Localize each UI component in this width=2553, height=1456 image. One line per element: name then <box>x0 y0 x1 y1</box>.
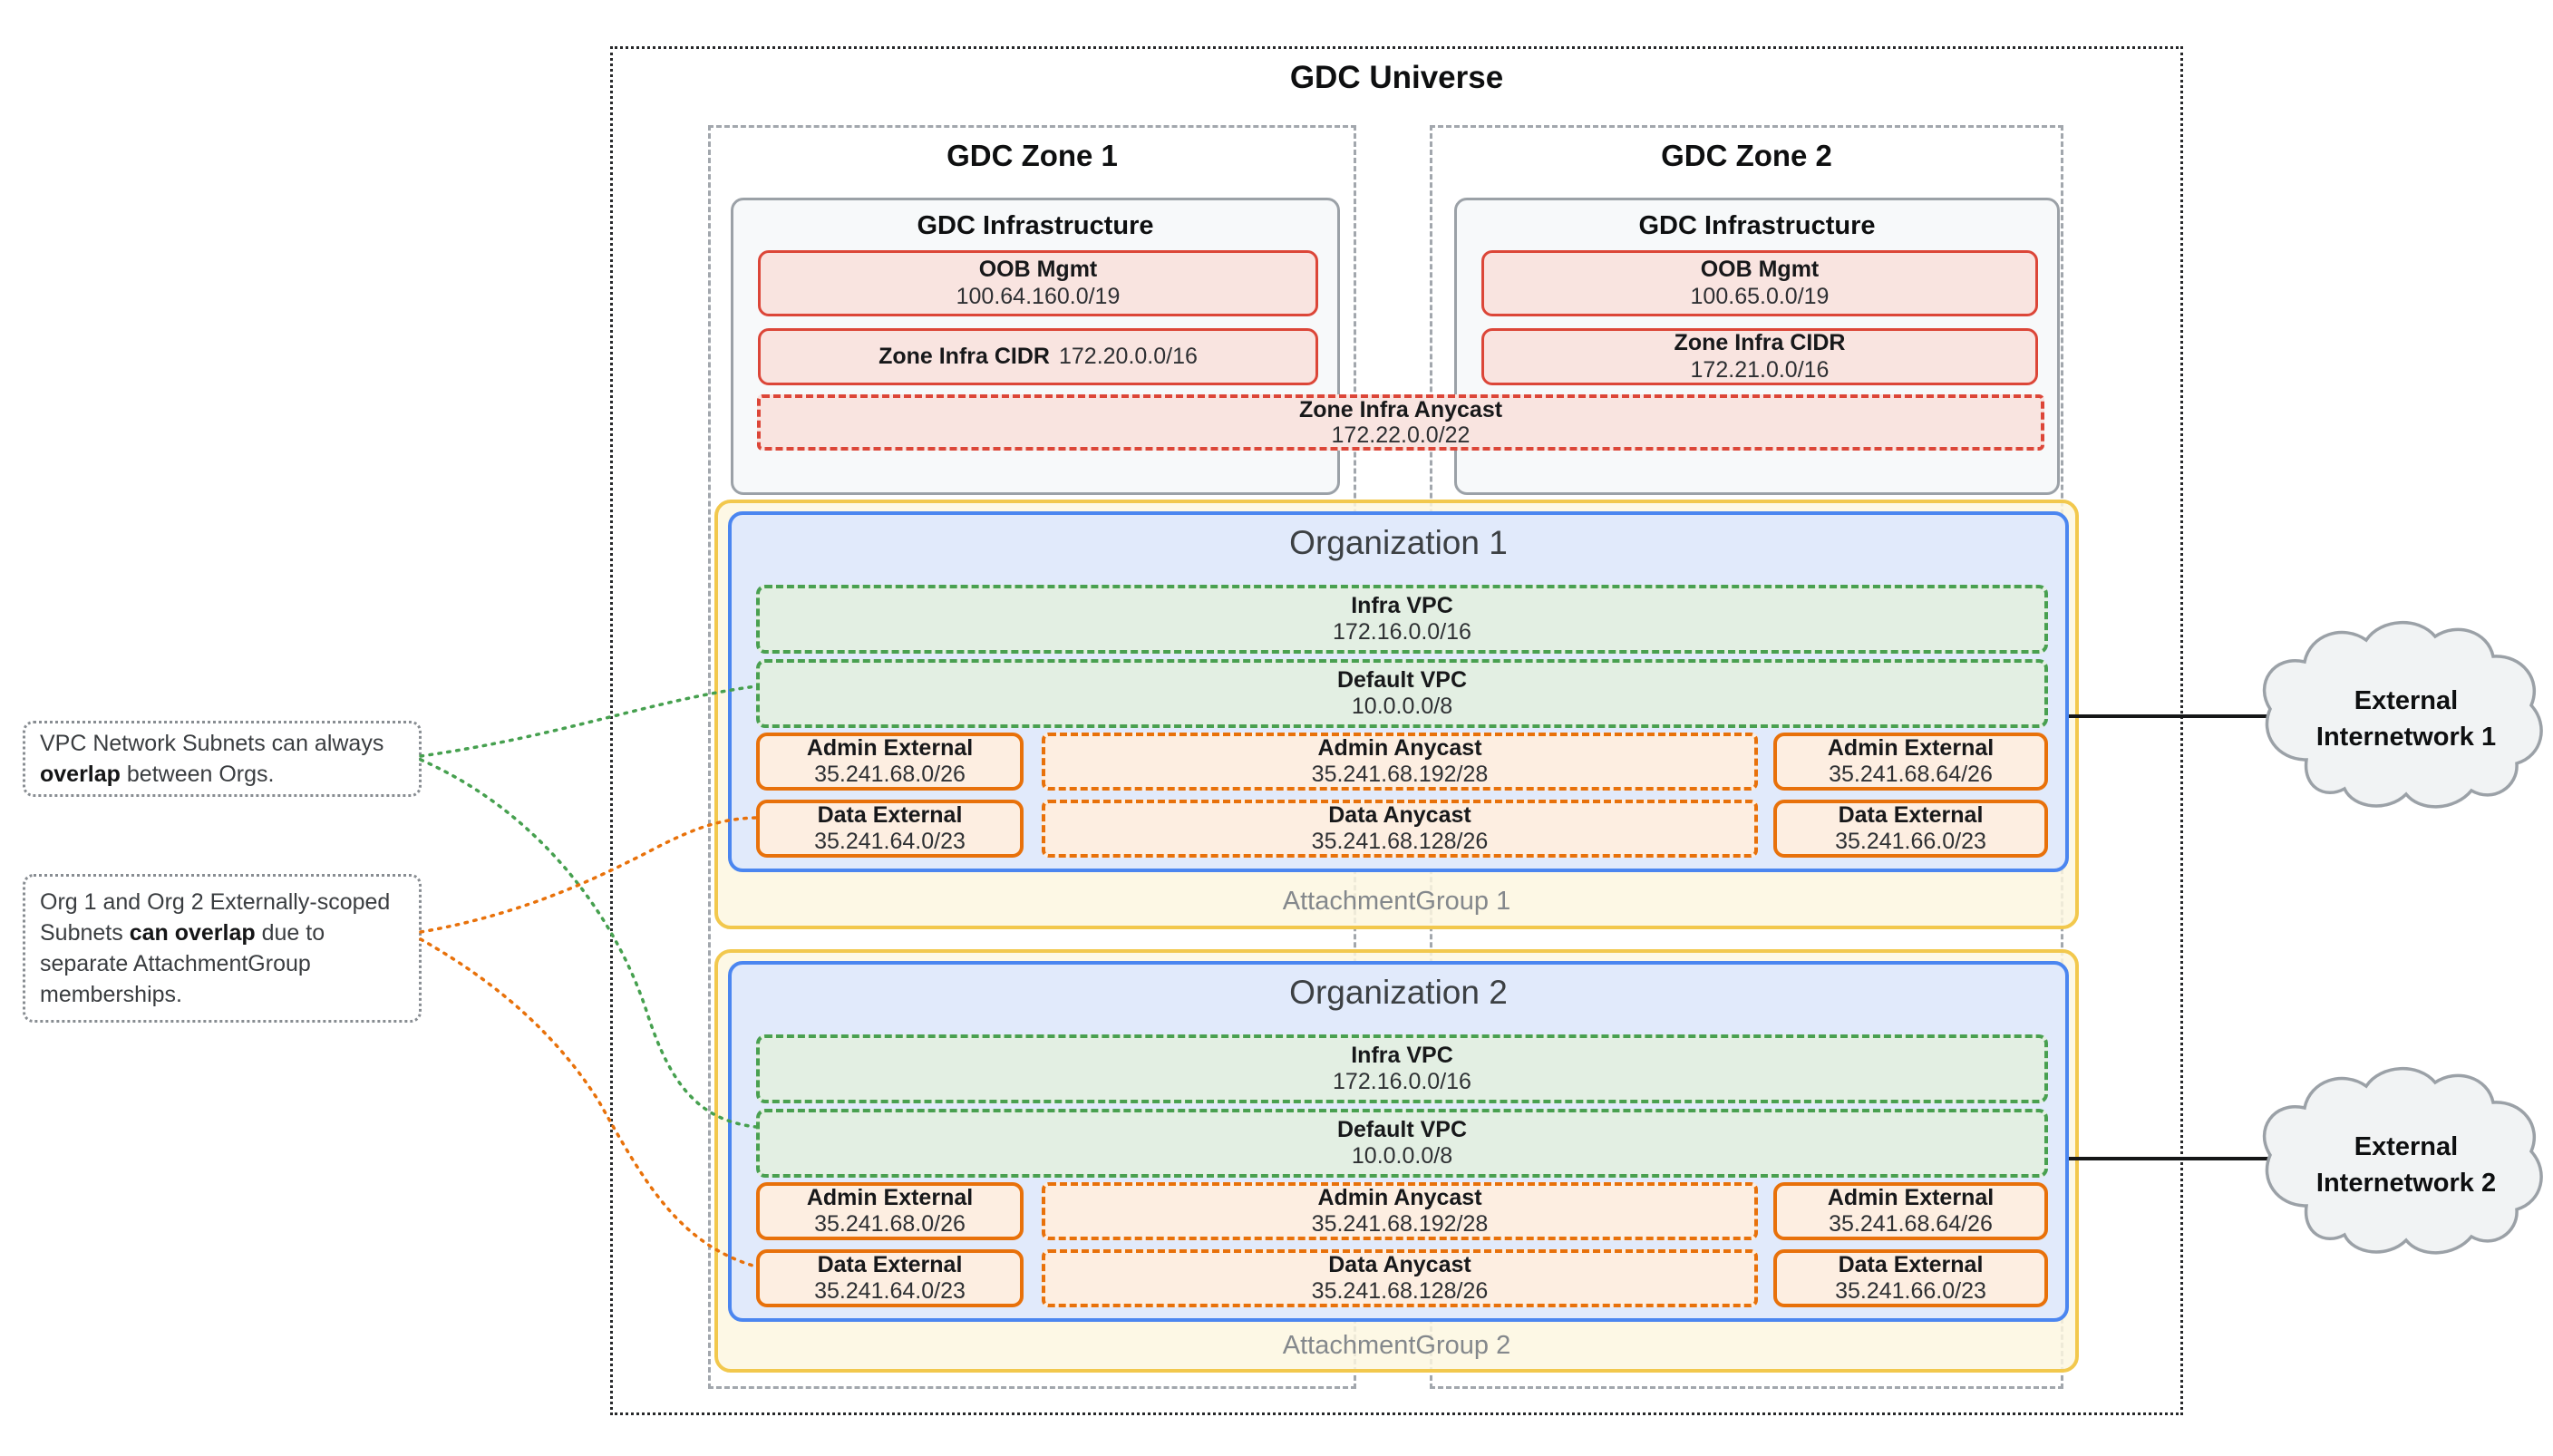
external-internetwork-2-label: External <box>2354 1132 2458 1161</box>
org-1-data-external-right-box: Data External 35.241.66.0/23 <box>1773 800 2048 858</box>
zone-1-oob-mgmt-box: OOB Mgmt 100.64.160.0/19 <box>758 250 1318 316</box>
subnet-label: Data Anycast <box>1328 801 1471 828</box>
subnet-cidr: 172.21.0.0/16 <box>1690 356 1830 383</box>
annotation-attachmentgroup-overlap: Org 1 and Org 2 Externally-scoped Subnet… <box>23 874 422 1023</box>
subnet-cidr: 35.241.68.64/26 <box>1829 1211 1993 1237</box>
zone-1-infrastructure-title: GDC Infrastructure <box>917 211 1154 240</box>
cloud-shape <box>2262 620 2543 809</box>
subnet-label: Data External <box>1838 801 1984 828</box>
org-2-default-vpc-box: Default VPC 10.0.0.0/8 <box>756 1109 2048 1178</box>
annotation-text: due to separate AttachmentGroup membersh… <box>40 920 325 1007</box>
vpc-label: Infra VPC <box>1351 592 1453 618</box>
external-internetwork-2-cloud: External Internetwork 2 <box>2262 1066 2543 1255</box>
cloud-shape <box>2262 1066 2543 1255</box>
zone-2-title: GDC Zone 2 <box>1661 139 1832 172</box>
org-1-data-anycast-box: Data Anycast 35.241.68.128/26 <box>1042 800 1758 858</box>
annotation-text: between Orgs. <box>120 762 275 787</box>
subnet-cidr: 35.241.68.128/26 <box>1311 1278 1489 1304</box>
subnet-cidr: 172.22.0.0/22 <box>1331 422 1471 448</box>
org-1-admin-external-left-box: Admin External 35.241.68.0/26 <box>756 733 1024 791</box>
universe-title: GDC Universe <box>1289 60 1504 95</box>
subnet-label: Admin External <box>1827 1184 1995 1210</box>
subnet-cidr: 100.65.0.0/19 <box>1690 283 1830 309</box>
subnet-label: Zone Infra CIDR <box>879 343 1050 369</box>
organization-1-box: Organization 1 Infra VPC 172.16.0.0/16 D… <box>728 511 2069 872</box>
zone-1-title: GDC Zone 1 <box>946 139 1118 172</box>
subnet-label: Data External <box>817 801 963 828</box>
vpc-cidr: 172.16.0.0/16 <box>1333 619 1471 645</box>
zone-infra-anycast-box: Zone Infra Anycast 172.22.0.0/22 <box>757 394 2044 451</box>
organization-1-title: Organization 1 <box>1289 524 1508 561</box>
subnet-cidr: 100.64.160.0/19 <box>956 283 1121 309</box>
organization-2-title: Organization 2 <box>1289 974 1508 1011</box>
org-2-data-external-left-box: Data External 35.241.64.0/23 <box>756 1249 1024 1307</box>
subnet-label: Data Anycast <box>1328 1251 1471 1277</box>
subnet-label: Data External <box>1838 1251 1984 1277</box>
org-2-admin-anycast-box: Admin Anycast 35.241.68.192/28 <box>1042 1182 1758 1240</box>
external-internetwork-1-label: Internetwork 1 <box>2316 723 2496 752</box>
subnet-cidr: 172.20.0.0/16 <box>1058 343 1198 369</box>
subnet-label: OOB Mgmt <box>978 257 1098 282</box>
org-1-data-external-left-box: Data External 35.241.64.0/23 <box>756 800 1024 858</box>
vpc-cidr: 10.0.0.0/8 <box>1351 694 1453 719</box>
subnet-label: OOB Mgmt <box>1700 257 1820 282</box>
vpc-label: Infra VPC <box>1351 1042 1453 1068</box>
org-1-infra-vpc-box: Infra VPC 172.16.0.0/16 <box>756 585 2048 654</box>
subnet-cidr: 35.241.68.64/26 <box>1829 762 1993 787</box>
org-1-admin-anycast-box: Admin Anycast 35.241.68.192/28 <box>1042 733 1758 791</box>
subnet-cidr: 35.241.68.128/26 <box>1311 829 1489 854</box>
subnet-cidr: 35.241.68.0/26 <box>814 1211 966 1237</box>
subnet-label: Zone Infra CIDR <box>1674 330 1846 355</box>
subnet-label: Zone Infra Anycast <box>1298 397 1503 422</box>
annotation-vpc-overlap: VPC Network Subnets can always overlap b… <box>23 721 422 797</box>
subnet-label: Admin Anycast <box>1317 734 1482 761</box>
subnet-cidr: 35.241.66.0/23 <box>1835 829 1986 854</box>
subnet-cidr: 35.241.64.0/23 <box>814 1278 966 1304</box>
organization-2-box: Organization 2 Infra VPC 172.16.0.0/16 D… <box>728 961 2069 1322</box>
subnet-label: Admin External <box>806 1184 974 1210</box>
subnet-cidr: 35.241.64.0/23 <box>814 829 966 854</box>
attachment-group-1-label: AttachmentGroup 1 <box>1282 887 1511 916</box>
annotation-text: VPC Network Subnets can always <box>40 731 384 756</box>
zone-2-oob-mgmt-box: OOB Mgmt 100.65.0.0/19 <box>1481 250 2038 316</box>
org-2-admin-external-right-box: Admin External 35.241.68.64/26 <box>1773 1182 2048 1240</box>
subnet-cidr: 35.241.68.192/28 <box>1311 1211 1489 1237</box>
org-2-data-anycast-box: Data Anycast 35.241.68.128/26 <box>1042 1249 1758 1307</box>
annotation-bold-text: can overlap <box>129 920 256 946</box>
subnet-cidr: 35.241.68.192/28 <box>1311 762 1489 787</box>
annotation-text: Org 1 and Org 2 Externally-scoped Subnet… <box>40 889 391 946</box>
org-1-default-vpc-box: Default VPC 10.0.0.0/8 <box>756 659 2048 728</box>
subnet-label: Data External <box>817 1251 963 1277</box>
vpc-label: Default VPC <box>1336 1116 1468 1142</box>
vpc-cidr: 172.16.0.0/16 <box>1333 1069 1471 1094</box>
vpc-label: Default VPC <box>1336 666 1468 693</box>
external-internetwork-1-cloud: External Internetwork 1 <box>2262 620 2543 809</box>
org-2-infra-vpc-box: Infra VPC 172.16.0.0/16 <box>756 1034 2048 1103</box>
vpc-cidr: 10.0.0.0/8 <box>1351 1143 1453 1169</box>
subnet-cidr: 35.241.68.0/26 <box>814 762 966 787</box>
subnet-cidr: 35.241.66.0/23 <box>1835 1278 1986 1304</box>
external-internetwork-2-label: Internetwork 2 <box>2316 1169 2496 1198</box>
zone-2-infrastructure-title: GDC Infrastructure <box>1638 211 1876 240</box>
org-2-admin-external-left-box: Admin External 35.241.68.0/26 <box>756 1182 1024 1240</box>
attachment-group-2-label: AttachmentGroup 2 <box>1282 1331 1511 1360</box>
subnet-label: Admin External <box>1827 734 1995 761</box>
zone-2-infra-cidr-box: Zone Infra CIDR 172.21.0.0/16 <box>1481 328 2038 385</box>
subnet-label: Admin Anycast <box>1317 1184 1482 1210</box>
zone-1-infra-cidr-box: Zone Infra CIDR 172.20.0.0/16 <box>758 328 1318 385</box>
subnet-label: Admin External <box>806 734 974 761</box>
annotation-bold-text: overlap <box>40 762 121 787</box>
org-1-admin-external-right-box: Admin External 35.241.68.64/26 <box>1773 733 2048 791</box>
external-internetwork-1-label: External <box>2354 686 2458 715</box>
org-2-data-external-right-box: Data External 35.241.66.0/23 <box>1773 1249 2048 1307</box>
